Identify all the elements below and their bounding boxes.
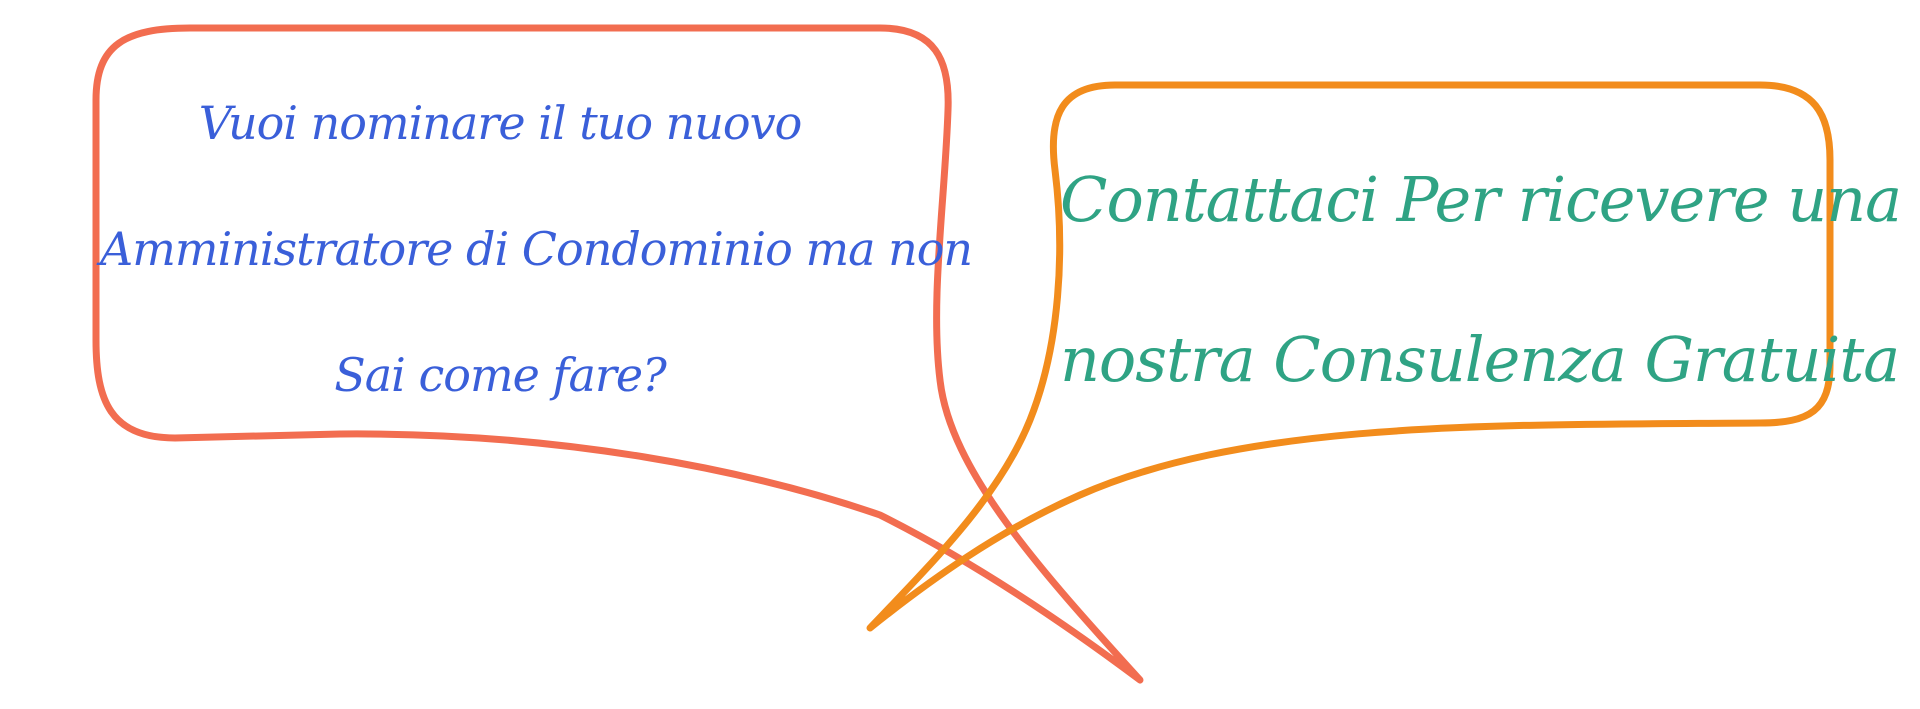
left-bubble-text: Vuoi nominare il tuo nuovo Amministrator… [100,60,973,438]
left-bubble-line-1: Vuoi nominare il tuo nuovo [198,96,803,150]
right-bubble-line-2: nostra Consulenza Gratuita [1060,323,1900,396]
right-speech-bubble [866,81,1834,632]
left-bubble-line-3: Sai come fare? [334,348,667,402]
left-speech-bubble [92,24,1144,684]
left-bubble-line-2: Amministratore di Condominio ma non [100,222,973,276]
right-bubble-text: Contattaci Per ricevere una nostra Consu… [1060,120,1902,440]
right-bubble-line-1: Contattaci Per ricevere una [1060,163,1902,236]
